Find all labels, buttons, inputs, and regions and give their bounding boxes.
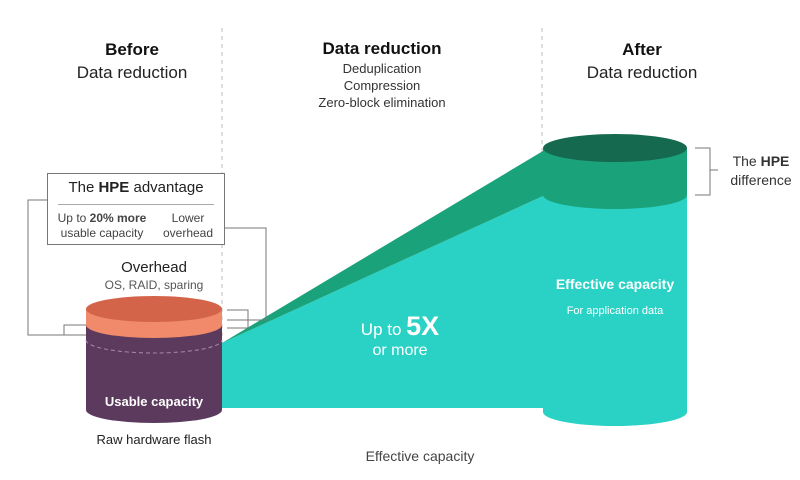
technique-compression: Compression (343, 78, 421, 93)
heading-after-sub: Data reduction (586, 63, 698, 82)
heading-before: Before Data reduction (52, 38, 212, 84)
ramp-big: 5X (406, 311, 440, 341)
right-cylinder-band (543, 148, 687, 209)
heading-before-sub: Data reduction (76, 63, 188, 82)
effective-capacity-title: Effective capacity (555, 276, 675, 292)
heading-middle-bold: Data reduction (322, 39, 442, 58)
ramp-multiplier: Up to 5X or more (330, 311, 470, 360)
right-cylinder-body (543, 195, 687, 426)
advantage-divider (58, 204, 214, 205)
technique-dedup: Deduplication (342, 61, 422, 76)
advantage-title-pre: The (68, 179, 99, 196)
capacity-ramp (222, 196, 543, 408)
advantage-usable-pre: Up to (57, 211, 90, 225)
hpe-difference: The HPE difference (722, 152, 800, 190)
bracket-left (27, 199, 86, 336)
ramp-post: or more (372, 342, 428, 359)
difference-post: difference (730, 172, 792, 188)
ramp-green-band (222, 151, 543, 343)
difference-brand: HPE (760, 153, 790, 169)
bracket-left-inner (63, 324, 86, 335)
ramp-pre: Up to (360, 320, 407, 339)
advantage-title: The HPE advantage (48, 179, 224, 196)
advantage-usable-bold: 20% more (89, 211, 147, 225)
overhead-title: Overhead (121, 259, 187, 276)
effective-capacity-sub: For application data (566, 305, 664, 317)
heading-after-bold: After (622, 40, 662, 59)
bracket-right (223, 227, 267, 321)
heading-after: After Data reduction (562, 38, 722, 84)
difference-pre: The (732, 153, 761, 169)
advantage-usable: Up to 20% more usable capacity (54, 211, 150, 241)
left-cylinder-body (86, 325, 222, 423)
heading-middle: Data reduction Deduplication Compression… (282, 38, 482, 111)
bracket-right-inner (227, 309, 249, 329)
overhead-sub: OS, RAID, sparing (104, 278, 204, 292)
raw-flash-caption: Raw hardware flash (96, 432, 212, 447)
left-cylinder-dash (85, 339, 223, 354)
bottom-effective-capacity: Effective capacity (365, 448, 475, 464)
right-cylinder-top (543, 134, 687, 162)
right-cylinder-text: Effective capacity For application data (543, 275, 687, 317)
left-cylinder-top (86, 296, 222, 322)
advantage-usable-line2: usable capacity (60, 226, 144, 240)
heading-before-bold: Before (105, 40, 159, 59)
overhead-label: Overhead OS, RAID, sparing (74, 258, 234, 293)
advantage-overhead-line2: overhead (162, 226, 214, 240)
advantage-overhead: Lower overhead (156, 211, 220, 241)
advantage-overhead-line1: Lower (171, 211, 205, 225)
hpe-advantage-box: The HPE advantage Up to 20% more usable … (47, 173, 225, 245)
advantage-title-post: advantage (129, 179, 204, 196)
difference-bracket (695, 147, 711, 196)
usable-capacity-label: Usable capacity (104, 394, 204, 409)
advantage-title-brand: HPE (98, 179, 130, 196)
technique-zero-block: Zero-block elimination (318, 95, 446, 110)
